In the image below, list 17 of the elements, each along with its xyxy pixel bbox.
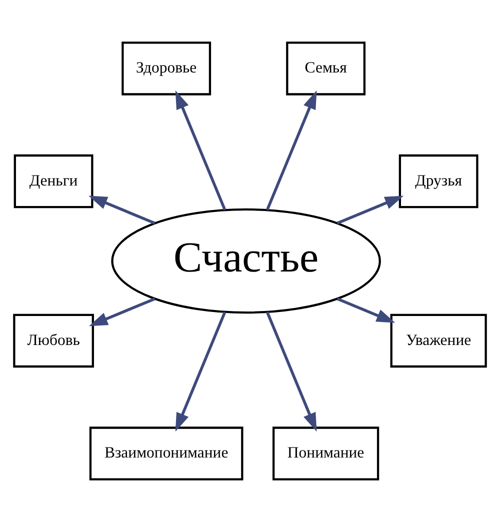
node-box: Здоровье	[122, 42, 212, 96]
arrow	[336, 297, 396, 323]
arrow	[175, 312, 226, 432]
arrow	[266, 90, 317, 210]
node-box: Понимание	[272, 426, 380, 480]
node-box: Деньги	[14, 154, 94, 208]
node-box: Друзья	[398, 154, 478, 208]
arrow	[89, 297, 156, 326]
arrow	[336, 196, 404, 225]
arrow	[266, 312, 317, 432]
arrow	[88, 196, 156, 225]
node-box: Взаимопонимание	[89, 426, 244, 480]
node-box: Семья	[286, 42, 366, 96]
node-box: Уважение	[390, 314, 487, 368]
node-box: Любовь	[13, 314, 94, 368]
node-ellipse: Счастье	[111, 208, 381, 314]
arrow	[175, 90, 226, 210]
